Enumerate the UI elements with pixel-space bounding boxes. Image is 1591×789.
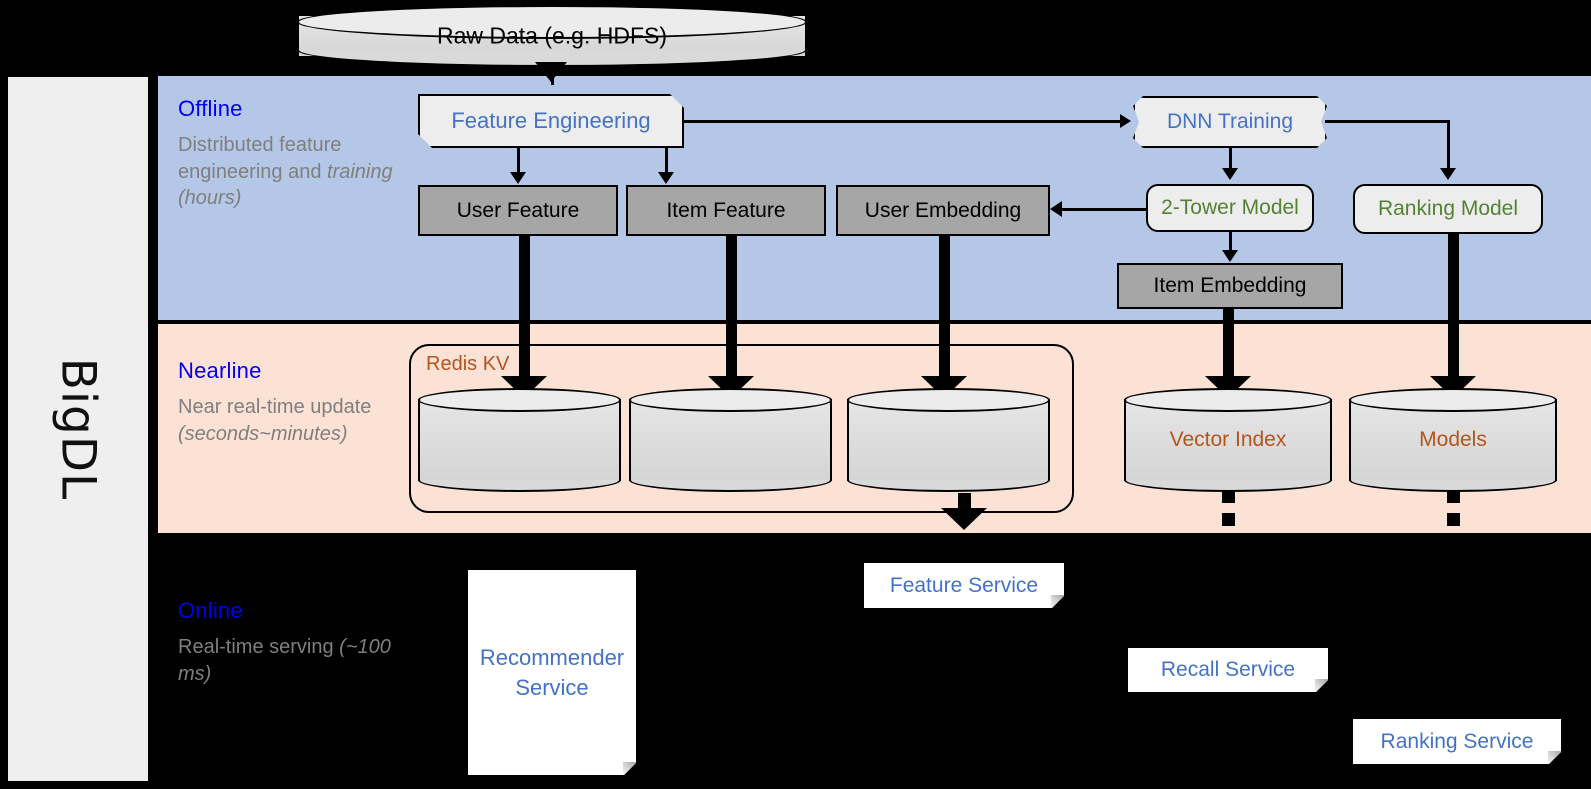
connector-userfeature-store	[519, 236, 530, 382]
node-item-embedding-label: Item Embedding	[1153, 274, 1307, 297]
card-feature-service[interactable]: Feature Service	[864, 563, 1064, 608]
raw-data-label: Raw Data (e.g. HDFS)	[436, 22, 668, 49]
cylinder-body	[847, 399, 1050, 481]
node-ranking-model[interactable]: Ranking Model	[1353, 184, 1543, 234]
node-feature-engineering[interactable]: Feature Engineering	[418, 94, 684, 148]
cylinder-top	[1124, 388, 1332, 412]
cylinder-body	[1124, 399, 1332, 481]
node-dnn-training-label: DNN Training	[1166, 110, 1294, 133]
connector-rankingmodel-models	[1448, 234, 1459, 382]
arrowhead-twotower-userembedding	[1050, 201, 1062, 217]
node-user-embedding-label: User Embedding	[864, 198, 1022, 222]
arrowhead-fe-dnn	[1120, 114, 1131, 128]
online-subtitle: Real-time serving (~100 ms)	[178, 634, 408, 687]
node-user-feature[interactable]: User Feature	[418, 185, 618, 236]
connector-fe-itemfeature	[665, 148, 668, 176]
node-two-tower-model-label: 2-Tower Model	[1161, 196, 1299, 219]
connector-fe-dnn	[684, 120, 1122, 123]
connector-fe-userfeature	[517, 148, 520, 176]
connector-twotower-itemembedding	[1229, 232, 1232, 256]
offline-subtitle: Distributed feature engineering and trai…	[178, 132, 408, 212]
nearline-title: Nearline	[178, 358, 262, 383]
cylinder-top	[418, 388, 621, 412]
store-cylinder-vector-index[interactable]: Vector Index	[1124, 388, 1332, 492]
redis-kv-label: Redis KV	[426, 353, 510, 375]
dashed-stub-models-2	[1447, 513, 1460, 526]
online-subtitle-emphasis: (~100 ms)	[178, 636, 391, 685]
offline-title: Offline	[178, 96, 243, 121]
store-cylinder-user-feature[interactable]	[418, 388, 621, 492]
node-dnn-training[interactable]: DNN Training	[1133, 96, 1327, 148]
connector-store-featureservice	[958, 493, 971, 509]
node-user-embedding[interactable]: User Embedding	[836, 185, 1050, 236]
card-feature-service-label: Feature Service	[889, 573, 1039, 597]
card-recall-service[interactable]: Recall Service	[1128, 648, 1328, 692]
connector-twotower-userembedding	[1062, 208, 1148, 211]
arrowhead-fe-itemfeature	[658, 172, 674, 184]
card-ranking-service[interactable]: Ranking Service	[1353, 719, 1561, 764]
arrowhead-dnn-ranking	[1440, 168, 1456, 180]
cylinder-body	[1349, 399, 1557, 481]
card-ranking-service-label: Ranking Service	[1380, 729, 1534, 753]
caption-online: Online Real-time serving (~100 ms)	[178, 598, 408, 687]
dashed-stub-vectorindex-1	[1222, 490, 1235, 503]
arrowhead-store-featureservice	[941, 508, 987, 530]
node-item-embedding[interactable]: Item Embedding	[1117, 263, 1343, 309]
caption-nearline: Nearline Near real-time update (seconds~…	[178, 358, 408, 447]
node-item-feature[interactable]: Item Feature	[626, 185, 826, 236]
connector-dnn-ranking-h	[1325, 120, 1450, 123]
cylinder-top	[629, 388, 832, 412]
card-recall-service-label: Recall Service	[1160, 658, 1296, 681]
connector-dnn-twotower	[1229, 148, 1232, 172]
raw-data-cylinder: Raw Data (e.g. HDFS)	[297, 5, 807, 67]
cylinder-top	[297, 5, 807, 39]
offline-subtitle-emphasis: training (hours)	[178, 160, 393, 210]
nearline-subtitle-emphasis: (seconds~minutes)	[178, 422, 348, 445]
cylinder-body	[418, 399, 621, 481]
offline-subtitle-text: Distributed feature engineering and	[178, 134, 342, 183]
dashed-stub-vectorindex-2	[1222, 513, 1235, 526]
connector-dnn-ranking-v	[1447, 120, 1450, 172]
card-recommender-service[interactable]: Recommender Service	[468, 570, 636, 775]
arrowhead-rawdata-fe	[535, 62, 567, 82]
cylinder-top	[847, 388, 1050, 412]
dashed-stub-models-1	[1447, 490, 1460, 503]
node-ranking-model-label: Ranking Model	[1377, 197, 1519, 220]
vector-index-label: Vector Index	[1169, 428, 1287, 451]
node-user-feature-label: User Feature	[456, 198, 580, 222]
nearline-subtitle: Near real-time update (seconds~minutes)	[178, 394, 408, 447]
cylinder-top	[1349, 388, 1557, 412]
online-title: Online	[178, 598, 243, 623]
sidebar-label: BigDL	[50, 357, 106, 501]
store-cylinder-item-feature[interactable]	[629, 388, 832, 492]
store-cylinder-user-embedding[interactable]	[847, 388, 1050, 492]
cylinder-body	[629, 399, 832, 481]
caption-offline: Offline Distributed feature engineering …	[178, 96, 408, 212]
connector-itemembedding-vectorindex	[1223, 309, 1234, 382]
connector-itemfeature-store	[726, 236, 737, 382]
arrowhead-fe-userfeature	[510, 172, 526, 184]
arrowhead-twotower-itemembedding	[1222, 250, 1238, 262]
redis-kv-group	[409, 344, 1074, 513]
store-cylinder-models[interactable]: Models	[1349, 388, 1557, 492]
nearline-subtitle-text: Near real-time update	[178, 396, 372, 418]
sidebar-bigdl: BigDL	[8, 77, 148, 781]
node-item-feature-label: Item Feature	[666, 198, 786, 222]
connector-userembedding-store	[939, 236, 950, 382]
online-subtitle-text: Real-time serving	[178, 636, 340, 658]
arrowhead-dnn-twotower	[1222, 168, 1238, 180]
models-label: Models	[1419, 428, 1487, 451]
node-feature-engineering-label: Feature Engineering	[451, 108, 651, 133]
node-two-tower-model[interactable]: 2-Tower Model	[1146, 184, 1314, 232]
card-recommender-service-label: Recommender Service	[479, 644, 625, 700]
